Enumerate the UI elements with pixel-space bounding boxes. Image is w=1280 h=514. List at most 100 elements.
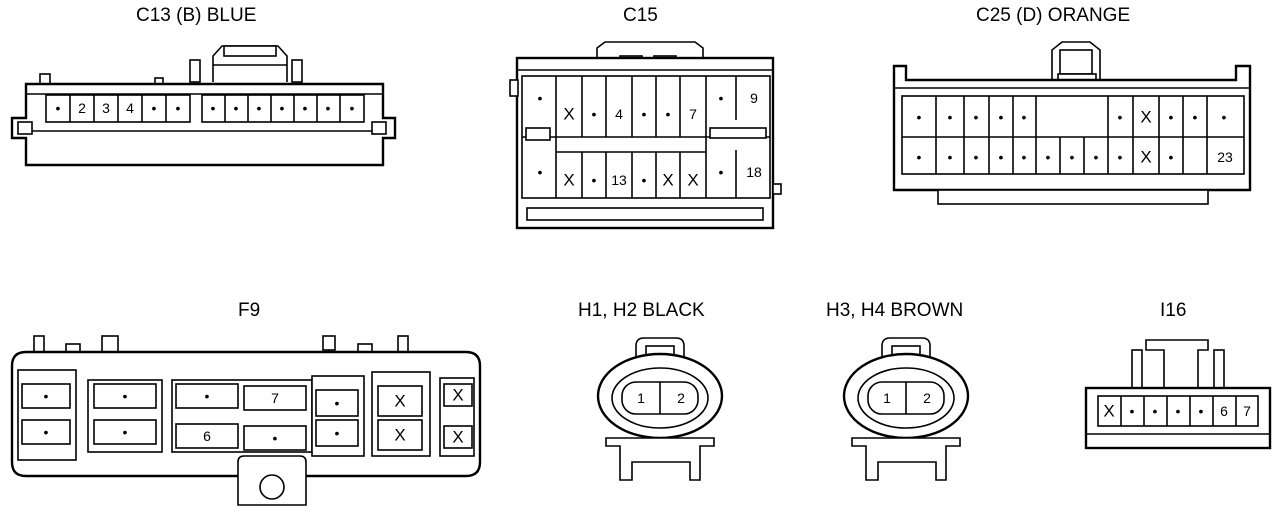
- c13-pin-8: •: [234, 100, 239, 116]
- i16-pin-3: •: [1153, 403, 1158, 419]
- c13-pin-12: •: [326, 100, 331, 116]
- c25-pin-bottom-6: •: [1046, 149, 1051, 165]
- connector-c13-pins: • 2 3 4 • • • • • • • • •: [56, 95, 355, 122]
- connector-h3-h4: H3, H4 BROWN 1 2: [826, 300, 970, 481]
- c13-pin-3: 3: [102, 100, 110, 116]
- c13-pin-6: •: [176, 100, 181, 116]
- connector-c25-title: C25 (D) ORANGE: [976, 5, 1130, 26]
- c15-pin-bottom-6: X: [662, 171, 673, 190]
- c15-pin-top-8: •: [719, 90, 724, 106]
- connector-c13: C13 (B) BLUE •: [10, 5, 397, 167]
- f9-pin-12: X: [394, 426, 405, 445]
- c25-pin-bottom-8: •: [1094, 149, 1099, 165]
- c15-pin-top-1: •: [538, 90, 543, 106]
- c13-pin-4: 4: [126, 100, 134, 116]
- c25-pin-bottom-4: •: [999, 149, 1004, 165]
- connector-i16-pins: X • • • • 6 7: [1103, 402, 1251, 421]
- c25-pin-top-4: •: [999, 109, 1004, 125]
- c25-pin-bottom-9: •: [1118, 149, 1123, 165]
- connector-h3-h4-title: H3, H4 BROWN: [826, 300, 963, 321]
- c13-pin-5: •: [152, 100, 157, 116]
- c25-pin-bottom-3: •: [974, 149, 979, 165]
- connector-i16: I16 X • • • • 6 7: [1084, 300, 1272, 450]
- connector-h1-h2-title: H1, H2 BLACK: [578, 300, 705, 321]
- c25-pin-bottom-7: •: [1070, 149, 1075, 165]
- f9-pin-8: •: [273, 430, 278, 446]
- f9-pin-14: X: [452, 428, 463, 447]
- c25-pin-bottom-11: •: [1169, 149, 1174, 165]
- connector-f9-title: F9: [238, 300, 260, 321]
- connector-c25: C25 (D) ORANGE • • • • • •: [892, 5, 1252, 205]
- c25-pin-top-7: X: [1140, 108, 1151, 127]
- h3-h4-pin-1: 1: [883, 390, 891, 406]
- c15-pin-top-3: •: [592, 106, 597, 122]
- f9-pin-10: •: [335, 425, 340, 441]
- connector-c25-pins: • • • • • • X • • • • • • • • • • • • X …: [917, 108, 1233, 167]
- c25-pin-bottom-2: •: [948, 149, 953, 165]
- c15-pin-bottom-3: •: [592, 172, 597, 188]
- connector-c15: C15 • X •: [509, 5, 782, 230]
- c15-pin-top-2: X: [563, 105, 574, 124]
- f9-pin-5: •: [205, 388, 210, 404]
- connector-c15-title: C15: [623, 5, 658, 26]
- connector-h1-h2-pins: 1 2: [637, 390, 685, 406]
- connector-h1-h2: H1, H2 BLACK 1 2: [578, 300, 724, 481]
- c15-pin-bottom-8: •: [719, 164, 724, 180]
- c13-pin-10: •: [280, 100, 285, 116]
- c25-pin-bottom-12: 23: [1217, 149, 1233, 165]
- c13-pin-7: •: [211, 100, 216, 116]
- h1-h2-pin-2: 2: [677, 390, 685, 406]
- c25-pin-top-10: •: [1222, 109, 1227, 125]
- c25-pin-top-3: •: [974, 109, 979, 125]
- c13-pin-9: •: [257, 100, 262, 116]
- c15-pin-top-5: •: [642, 106, 647, 122]
- c15-pin-top-6: •: [666, 106, 671, 122]
- c25-pin-top-8: •: [1169, 109, 1174, 125]
- connector-i16-title: I16: [1160, 300, 1186, 321]
- h3-h4-pin-2: 2: [923, 390, 931, 406]
- connector-c15-pins: • X • 4 • • 7 • 9 • X • 13 • X X • 18: [538, 90, 762, 190]
- c25-pin-top-1: •: [917, 109, 922, 125]
- c25-pin-top-6: •: [1118, 109, 1123, 125]
- connector-f9-pins: • • • • • 6 7 • • • X X X X: [44, 386, 464, 447]
- c25-pin-bottom-1: •: [917, 149, 922, 165]
- c13-pin-2: 2: [78, 100, 86, 116]
- c15-pin-top-9: 9: [750, 90, 758, 106]
- c15-pin-bottom-4: 13: [611, 172, 627, 188]
- i16-pin-7: 7: [1243, 403, 1251, 419]
- f9-pin-3: •: [123, 388, 128, 404]
- c13-pin-1: •: [56, 100, 61, 116]
- c15-pin-top-4: 4: [615, 106, 623, 122]
- connector-f9: F9 • •: [10, 300, 482, 506]
- c15-pin-bottom-9: 18: [746, 164, 762, 180]
- i16-pin-4: •: [1176, 403, 1181, 419]
- c25-pin-top-5: •: [1022, 109, 1027, 125]
- c15-pin-bottom-1: •: [538, 164, 543, 180]
- f9-pin-1: •: [44, 388, 49, 404]
- c25-pin-bottom-5: •: [1022, 149, 1027, 165]
- i16-pin-6: 6: [1220, 403, 1228, 419]
- c15-pin-bottom-2: X: [563, 171, 574, 190]
- f9-pin-4: •: [123, 424, 128, 440]
- f9-pin-11: X: [394, 392, 405, 411]
- c15-pin-bottom-5: •: [642, 172, 647, 188]
- f9-pin-6: 6: [203, 428, 211, 444]
- c25-pin-bottom-10: X: [1140, 148, 1151, 167]
- f9-pin-2: •: [44, 424, 49, 440]
- i16-pin-2: •: [1130, 403, 1135, 419]
- connector-c13-title: C13 (B) BLUE: [136, 5, 256, 26]
- i16-pin-5: •: [1199, 403, 1204, 419]
- f9-pin-7: 7: [271, 390, 279, 406]
- c13-pin-11: •: [303, 100, 308, 116]
- c13-pin-13: •: [350, 100, 355, 116]
- c15-pin-bottom-7: X: [687, 171, 698, 190]
- c15-pin-top-7: 7: [689, 106, 697, 122]
- c25-pin-top-2: •: [948, 109, 953, 125]
- connector-h3-h4-pins: 1 2: [883, 390, 931, 406]
- i16-pin-1: X: [1103, 402, 1114, 421]
- c25-pin-top-9: •: [1193, 109, 1198, 125]
- f9-pin-13: X: [452, 386, 463, 405]
- f9-pin-9: •: [335, 395, 340, 411]
- h1-h2-pin-1: 1: [637, 390, 645, 406]
